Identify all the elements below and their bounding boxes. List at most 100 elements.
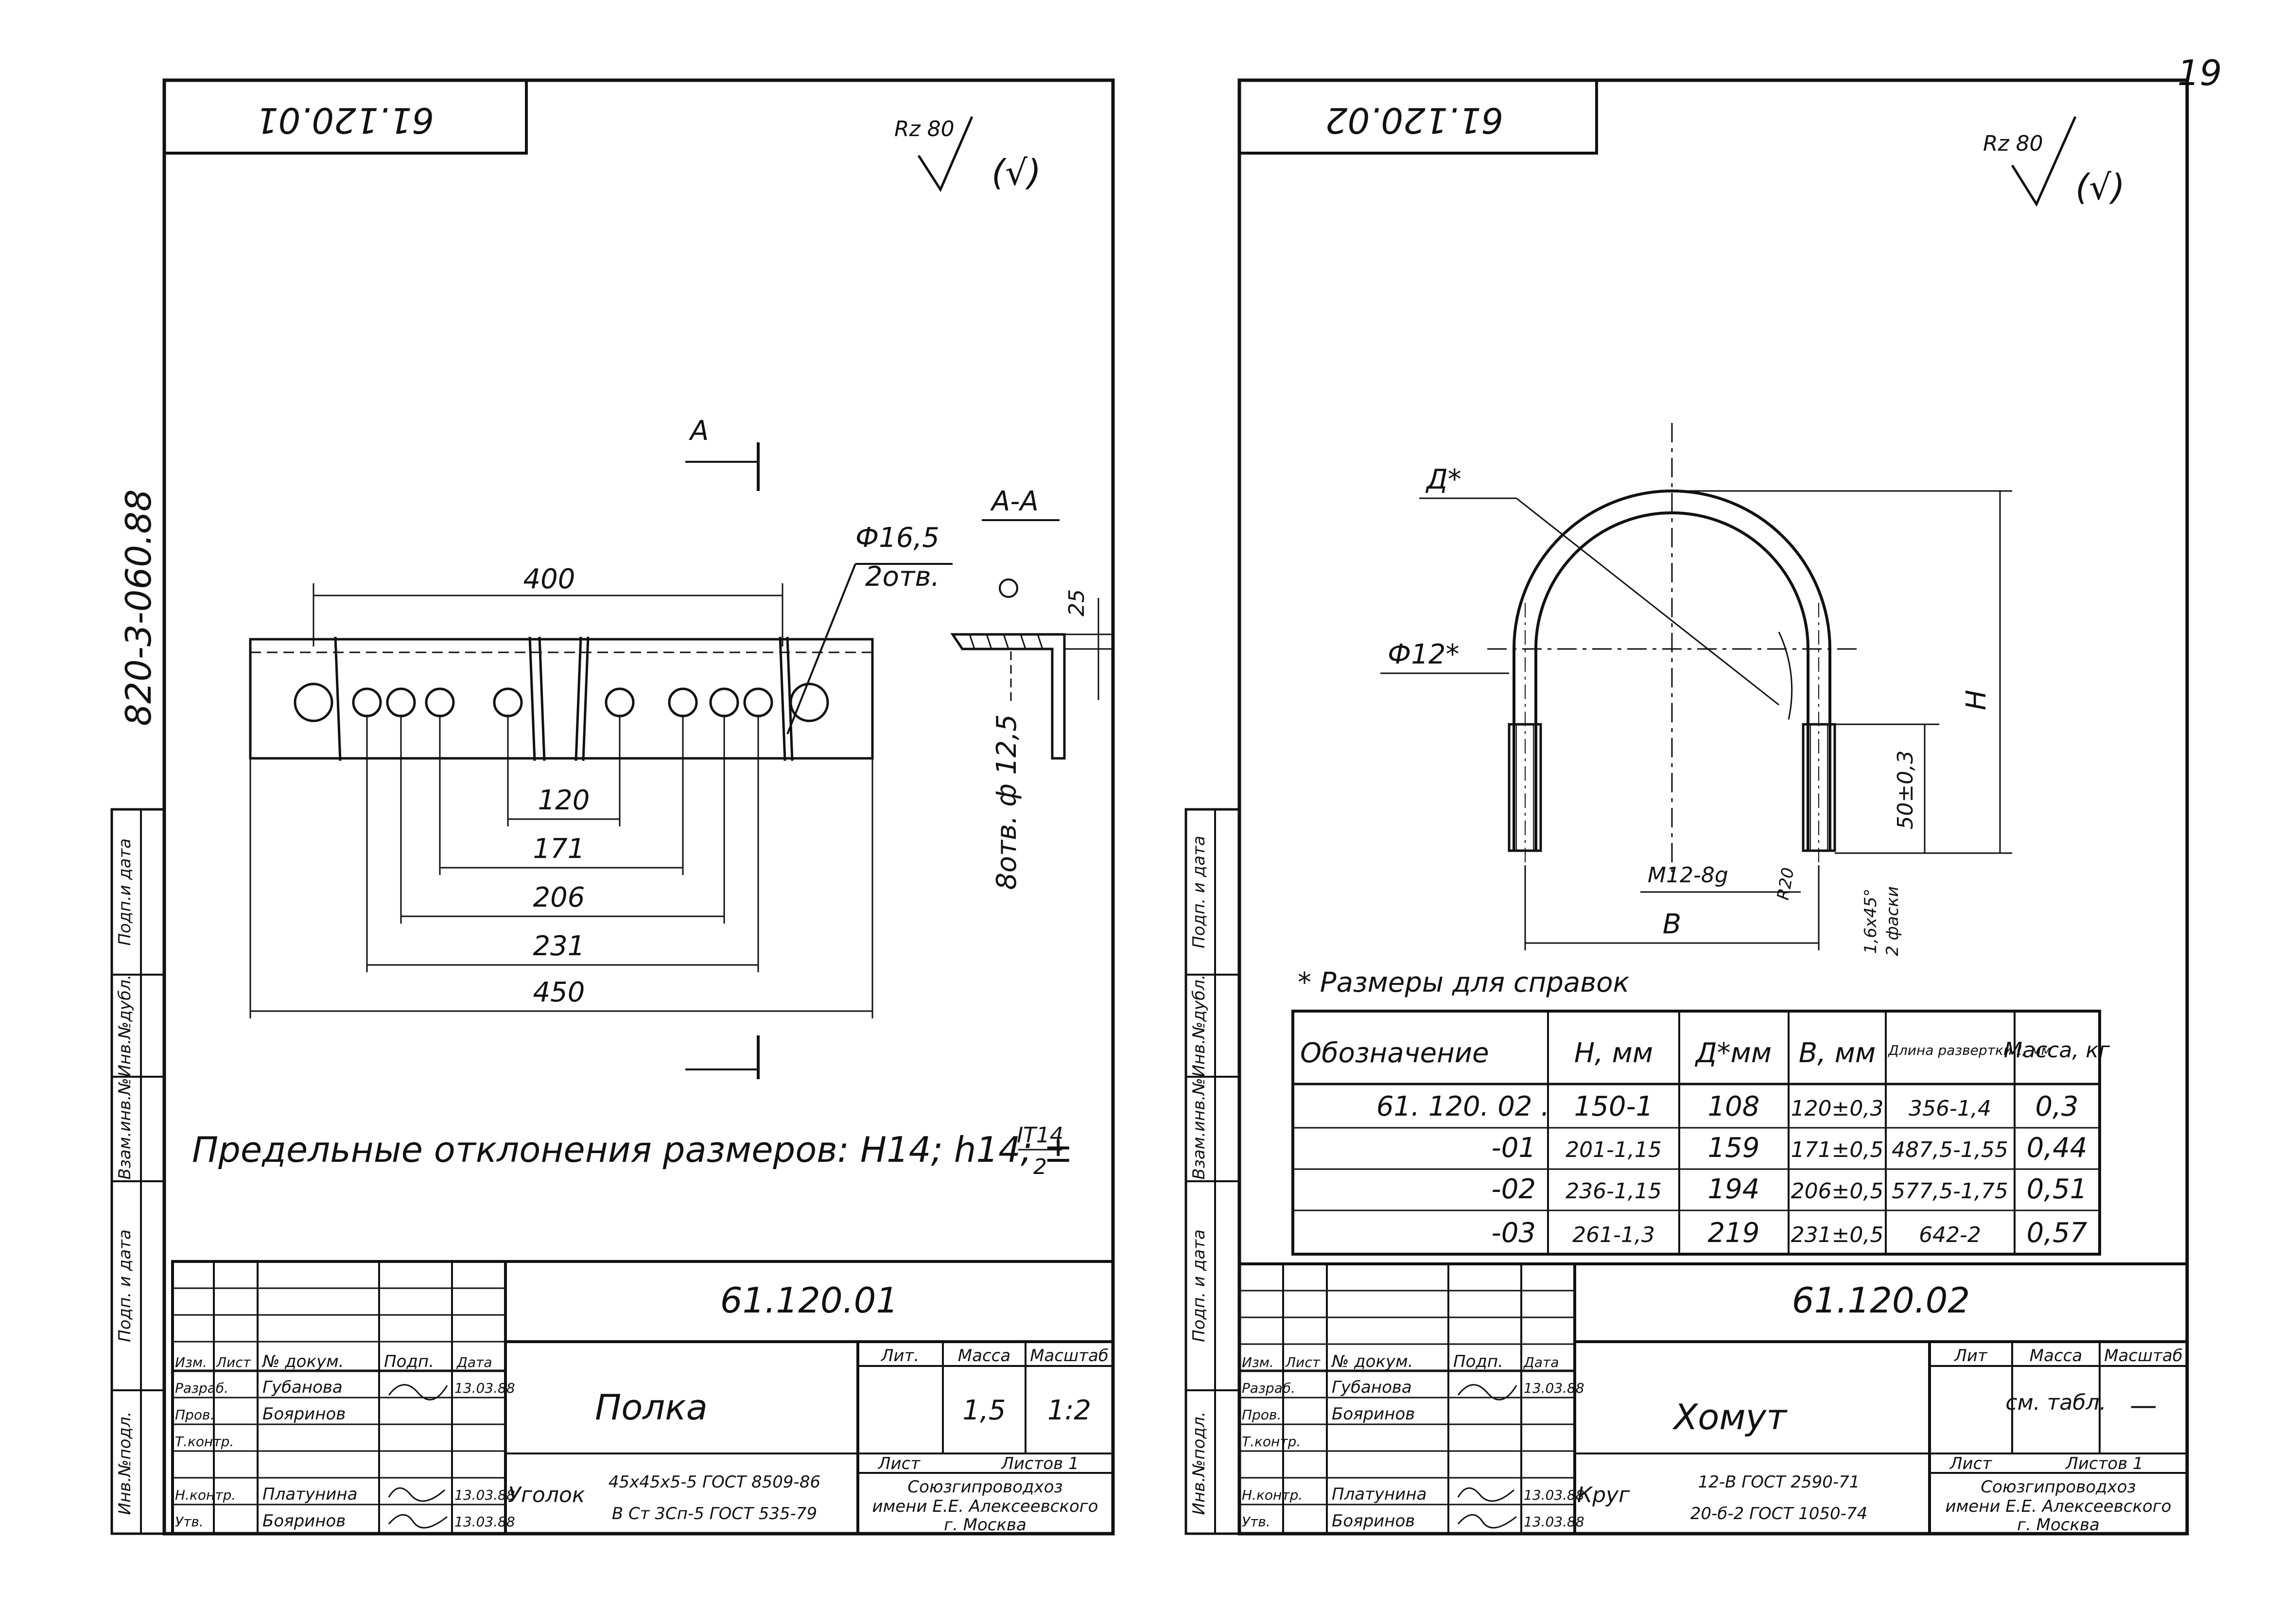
left-top-stamp: 61.120.01: [256, 100, 434, 140]
left-tolerances: Предельные отклонения размеров: Н14; h14…: [192, 1129, 1073, 1170]
left-tb-material-prefix: Уголок: [508, 1483, 585, 1507]
left-tb-name: Полка: [595, 1387, 708, 1428]
left-tb-role-2: Т.контр.: [175, 1434, 234, 1450]
u-bolt-view: Д* Ф12* Н 50±0,3 В М12-8g R20 1,6х45° 2 …: [1380, 423, 2012, 956]
left-tb-mass: 1,5: [962, 1395, 1006, 1426]
right-tb-scale-h: Масштаб: [2104, 1346, 2183, 1365]
right-tb-name-4: Платунина: [1332, 1485, 1426, 1504]
left-title-block: 61.120.01 Полка Лит. Масса Масштаб 1,5 1…: [171, 1260, 1114, 1535]
td-3-3: 231±0,5: [1791, 1223, 1884, 1247]
right-title-block: 61.120.02 Хомут Лит Масса Масштаб см. та…: [1238, 1262, 2189, 1535]
right-note: * Размеры для справок: [1298, 967, 1629, 998]
right-tb-material-2: 20-б-2 ГОСТ 1050-74: [1690, 1504, 1867, 1523]
left-tb-name-5: Бояринов: [262, 1511, 346, 1531]
dim-400: 400: [523, 563, 575, 595]
right-tb-role-2: Т.контр.: [1242, 1434, 1301, 1450]
left-tb-material-1: 45х45х5-5 ГОСТ 8509-86: [609, 1472, 820, 1492]
left-side-code: 820-3-060.88: [118, 489, 159, 726]
ubolt-chamfer2: 2 фаски: [1883, 886, 1902, 956]
left-tb-name-4: Платунина: [262, 1485, 357, 1504]
td-3-0: -03: [1492, 1217, 1536, 1249]
right-tb-name-1: Бояринов: [1332, 1404, 1415, 1424]
dim-small-holes: 8отв. ф 12,5: [991, 714, 1023, 890]
page-number: 19: [2177, 52, 2222, 93]
left-tb-date-4: 13.03.88: [454, 1487, 515, 1503]
left-margin-label-4: Подп.и дата: [115, 839, 135, 946]
left-tb-date-0: 13.03.88: [454, 1380, 515, 1396]
right-roughness-paren: (√): [2075, 167, 2125, 208]
left-margin-label-2: Взам.инв.№: [115, 1078, 135, 1179]
dim-171: 171: [533, 833, 585, 865]
right-roughness: Rz 80: [1983, 131, 2043, 156]
left-tb-sheets-h: Листов 1: [1000, 1454, 1078, 1473]
left-margin-strip: Инв.№подл. Подп. и дата Взам.инв.№ Инв.№…: [110, 808, 166, 1535]
ubolt-r20: R20: [1774, 866, 1798, 902]
right-margin-strip: Инв.№подл. Подп. и дата Взам.инв.№ Инв.№…: [1184, 808, 1241, 1535]
right-tb-org3: г. Москва: [2017, 1515, 2100, 1535]
right-tb-sheets-h: Листов 1: [2065, 1454, 2143, 1473]
ubolt-50: 50±0,3: [1893, 751, 1918, 830]
left-tb-hdr-3: Подп.: [384, 1352, 434, 1371]
ubolt-b: В: [1663, 909, 1681, 940]
ubolt-h: Н: [1961, 690, 1992, 710]
left-tb-designation: 61.120.01: [720, 1280, 898, 1321]
right-tb-designation: 61.120.02: [1792, 1280, 1970, 1321]
right-tb-material-prefix: Круг: [1577, 1483, 1630, 1507]
left-roughness: Rz 80: [894, 117, 955, 141]
td-1-0: -01: [1492, 1132, 1536, 1164]
right-tb-org1: Союзгипроводхоз: [1981, 1477, 2136, 1497]
left-tb-name-1: Бояринов: [262, 1404, 346, 1424]
left-tb-material-2: В Ст 3Сп-5 ГОСТ 535-79: [612, 1504, 817, 1523]
left-margin-label-3: Инв.№дубл.: [115, 974, 135, 1077]
left-tb-role-0: Разраб.: [175, 1380, 228, 1396]
td-2-5: 0,51: [2027, 1173, 2087, 1205]
shelf-dimensions: 400 120 171 206 231 450 Ф16,5 2отв.: [249, 522, 939, 1018]
right-tb-role-5: Утв.: [1242, 1514, 1270, 1530]
shelf-view: [249, 563, 953, 761]
td-1-5: 0,44: [2027, 1132, 2087, 1164]
left-signature-3: [388, 1514, 448, 1529]
td-1-1: 201-1,15: [1565, 1138, 1662, 1162]
th-2: Д*мм: [1694, 1037, 1772, 1069]
left-roughness-mark: [917, 116, 974, 192]
td-3-5: 0,57: [2027, 1217, 2087, 1249]
left-tb-name-0: Губанова: [262, 1378, 343, 1397]
right-signature-1: [1457, 1384, 1517, 1400]
right-tb-mass-h: Масса: [2030, 1346, 2082, 1365]
right-tb-name-5: Бояринов: [1332, 1511, 1415, 1531]
left-tb-org2: имени Е.Е. Алексеевского: [872, 1497, 1098, 1516]
right-frame: [1237, 78, 2189, 1536]
left-tb-org3: г. Москва: [944, 1515, 1026, 1535]
left-tb-hdr-2: № докум.: [261, 1352, 344, 1371]
left-tolerance-num: IT14: [1017, 1123, 1063, 1148]
right-tb-hdr-0: Изм.: [1242, 1354, 1274, 1370]
left-tb-date-5: 13.03.88: [454, 1514, 515, 1530]
left-margin-label-0: Инв.№подл.: [115, 1412, 135, 1515]
td-0-1: 150-1: [1574, 1091, 1653, 1122]
dim-120: 120: [538, 785, 590, 816]
left-tb-role-1: Пров.: [175, 1407, 214, 1423]
right-tb-scale: —: [2130, 1390, 2157, 1421]
right-tb-name-0: Губанова: [1332, 1378, 1412, 1397]
th-4: Длина развертки ℓ, мм: [1887, 1042, 2052, 1058]
dim-hole-dia: Ф16,5: [855, 522, 939, 554]
td-2-1: 236-1,15: [1565, 1179, 1662, 1204]
right-tb-hdr-4: Дата: [1523, 1354, 1559, 1370]
dim-25: 25: [1064, 589, 1089, 616]
td-1-3: 171±0,5: [1791, 1138, 1884, 1162]
left-section-marker-top: А: [689, 415, 709, 447]
left-tb-hdr-1: Лист: [216, 1354, 251, 1370]
td-2-3: 206±0,5: [1791, 1179, 1884, 1204]
right-tb-date-5: 13.03.88: [1524, 1514, 1584, 1530]
dim-206: 206: [533, 882, 585, 913]
ubolt-phi12: Ф12*: [1388, 639, 1459, 670]
right-tb-name: Хомут: [1672, 1397, 1788, 1437]
right-sheet: 61.120.02 Rz 80 (√) Инв.№подл. Подп. и д…: [1184, 78, 2189, 1536]
left-tb-scale-h: Масштаб: [1030, 1346, 1109, 1365]
td-2-4: 577,5-1,75: [1892, 1179, 2008, 1204]
right-tb-material-1: 12-В ГОСТ 2590-71: [1698, 1472, 1860, 1492]
right-tb-date-0: 13.03.88: [1524, 1380, 1584, 1396]
dim-hole-count: 2отв.: [865, 561, 939, 593]
right-tb-hdr-3: Подп.: [1453, 1352, 1503, 1371]
right-tb-hdr-2: № докум.: [1331, 1352, 1413, 1371]
